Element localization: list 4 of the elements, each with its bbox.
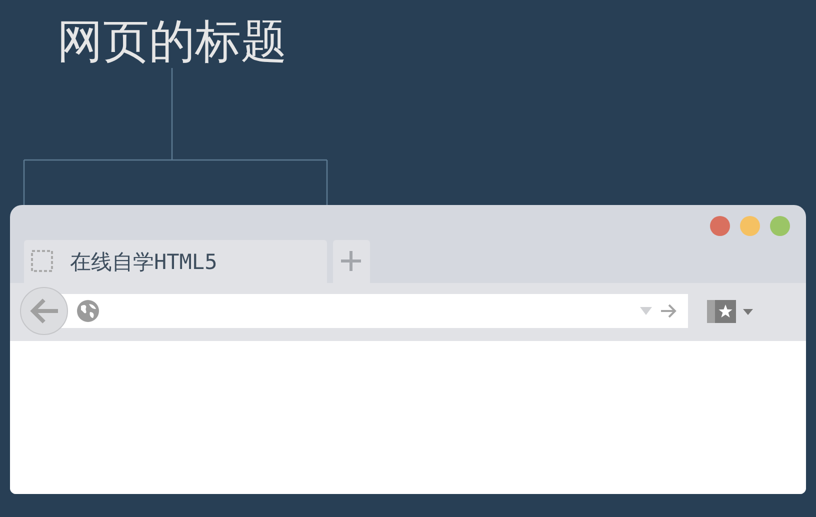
tab-title: 在线自学HTML5 — [70, 250, 218, 274]
browser-tab — [24, 240, 327, 283]
callout-label: 网页的标题 — [57, 14, 287, 68]
leader-line — [23, 67, 328, 206]
